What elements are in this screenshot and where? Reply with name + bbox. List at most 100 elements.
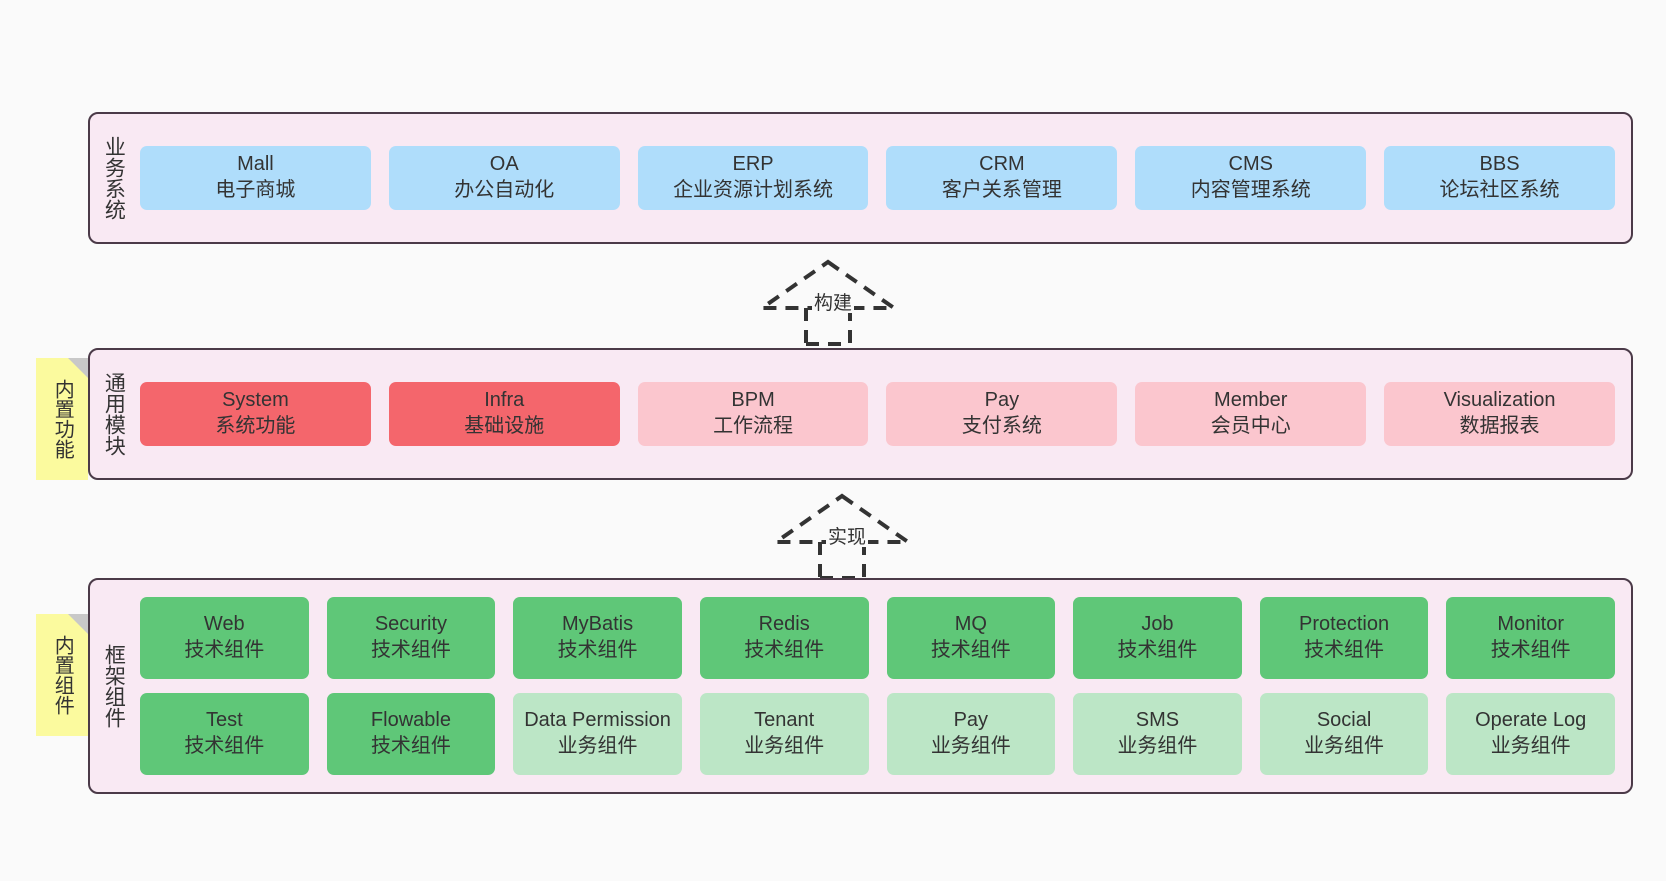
card-visualization[interactable]: Visualization 数据报表 bbox=[1384, 382, 1615, 446]
card-title: MyBatis bbox=[562, 613, 634, 636]
card-title: Job bbox=[1141, 613, 1174, 636]
card-row: Web 技术组件 Security 技术组件 MyBatis 技术组件 Redi… bbox=[140, 597, 1615, 679]
note-label: 内置组件 bbox=[51, 635, 74, 715]
card-subtitle: 技术组件 bbox=[557, 639, 638, 661]
layer-common-module: 通用模块 System 系统功能 Infra 基础设施 BPM 工作流程 Pay… bbox=[88, 348, 1633, 480]
card-title: Visualization bbox=[1443, 389, 1556, 412]
layer-title-common-module: 通用模块 bbox=[102, 372, 126, 456]
card-title: SMS bbox=[1135, 709, 1180, 732]
layer-body-common-module: System 系统功能 Infra 基础设施 BPM 工作流程 Pay 支付系统… bbox=[132, 350, 1631, 478]
card-subtitle: 业务组件 bbox=[1490, 735, 1571, 757]
note-fold-icon bbox=[68, 614, 88, 634]
card-subtitle: 基础设施 bbox=[464, 415, 545, 437]
card-subtitle: 办公自动化 bbox=[454, 179, 555, 201]
card-title: System bbox=[222, 389, 289, 412]
note-label: 内置功能 bbox=[51, 379, 74, 459]
card-mq[interactable]: MQ 技术组件 bbox=[886, 597, 1056, 679]
card-protection[interactable]: Protection 技术组件 bbox=[1259, 597, 1429, 679]
card-title: CRM bbox=[979, 153, 1025, 176]
card-subtitle: 会员中心 bbox=[1210, 415, 1291, 437]
card-subtitle: 技术组件 bbox=[184, 735, 265, 757]
card-data-permission[interactable]: Data Permission 业务组件 bbox=[513, 693, 682, 775]
card-oa[interactable]: OA 办公自动化 bbox=[388, 146, 620, 210]
card-subtitle: 技术组件 bbox=[1490, 639, 1571, 661]
card-title: OA bbox=[489, 153, 519, 176]
card-bbs[interactable]: BBS 论坛社区系统 bbox=[1384, 146, 1615, 210]
card-subtitle: 技术组件 bbox=[1117, 639, 1198, 661]
card-title: Mall bbox=[237, 153, 274, 176]
card-tenant[interactable]: Tenant 业务组件 bbox=[699, 693, 869, 775]
card-title: Pay bbox=[953, 709, 989, 732]
card-social[interactable]: Social 业务组件 bbox=[1259, 693, 1429, 775]
card-subtitle: 客户关系管理 bbox=[941, 179, 1062, 201]
card-title: Security bbox=[374, 613, 448, 636]
note-builtin-function: 内置功能 bbox=[36, 358, 88, 480]
card-erp[interactable]: ERP 企业资源计划系统 bbox=[637, 146, 869, 210]
card-title: Protection bbox=[1299, 613, 1390, 636]
note-builtin-component: 内置组件 bbox=[36, 614, 88, 736]
card-subtitle: 数据报表 bbox=[1459, 415, 1540, 437]
note-fold-icon bbox=[68, 358, 88, 378]
card-row: Test 技术组件 Flowable 技术组件 Data Permission … bbox=[140, 693, 1615, 775]
card-title: BBS bbox=[1479, 153, 1520, 176]
layer-business-system: 业务系统 Mall 电子商城 OA 办公自动化 ERP 企业资源计划系统 CRM… bbox=[88, 112, 1633, 244]
card-cms[interactable]: CMS 内容管理系统 bbox=[1135, 146, 1367, 210]
card-row: Mall 电子商城 OA 办公自动化 ERP 企业资源计划系统 CRM 客户关系… bbox=[140, 146, 1615, 210]
card-subtitle: 业务组件 bbox=[1304, 735, 1385, 757]
card-title: Operate Log bbox=[1475, 709, 1587, 732]
card-test[interactable]: Test 技术组件 bbox=[140, 693, 309, 775]
card-title: Pay bbox=[984, 389, 1020, 412]
layer-title-framework-component: 框架组件 bbox=[102, 644, 126, 728]
card-subtitle: 技术组件 bbox=[370, 735, 451, 757]
card-subtitle: 内容管理系统 bbox=[1190, 179, 1311, 201]
layer-framework-component: 框架组件 Web 技术组件 Security 技术组件 MyBatis 技术组件… bbox=[88, 578, 1633, 794]
card-subtitle: 技术组件 bbox=[1304, 639, 1385, 661]
connector-implement: 实现 bbox=[769, 492, 915, 580]
card-title: Social bbox=[1316, 709, 1372, 732]
card-redis[interactable]: Redis 技术组件 bbox=[699, 597, 869, 679]
connector-label-implement: 实现 bbox=[826, 527, 869, 548]
card-title: ERP bbox=[732, 153, 774, 176]
connector-build: 构建 bbox=[755, 258, 901, 346]
card-operate-log[interactable]: Operate Log 业务组件 bbox=[1446, 693, 1615, 775]
card-crm[interactable]: CRM 客户关系管理 bbox=[886, 146, 1118, 210]
card-title: Redis bbox=[758, 613, 810, 636]
card-subtitle: 电子商城 bbox=[215, 179, 296, 201]
card-web[interactable]: Web 技术组件 bbox=[140, 597, 309, 679]
card-security[interactable]: Security 技术组件 bbox=[326, 597, 496, 679]
card-title: Infra bbox=[484, 389, 525, 412]
card-title: BPM bbox=[731, 389, 775, 412]
layer-body-business-system: Mall 电子商城 OA 办公自动化 ERP 企业资源计划系统 CRM 客户关系… bbox=[132, 114, 1631, 242]
layer-body-framework-component: Web 技术组件 Security 技术组件 MyBatis 技术组件 Redi… bbox=[132, 580, 1631, 792]
card-title: Test bbox=[205, 709, 243, 732]
card-pay-component[interactable]: Pay 业务组件 bbox=[886, 693, 1056, 775]
card-subtitle: 技术组件 bbox=[930, 639, 1011, 661]
card-subtitle: 业务组件 bbox=[1117, 735, 1198, 757]
card-system[interactable]: System 系统功能 bbox=[140, 382, 371, 446]
layer-title-business-system: 业务系统 bbox=[102, 136, 126, 220]
card-subtitle: 业务组件 bbox=[930, 735, 1011, 757]
card-mall[interactable]: Mall 电子商城 bbox=[140, 146, 371, 210]
connector-label-build: 构建 bbox=[812, 293, 855, 314]
card-title: CMS bbox=[1228, 153, 1273, 176]
card-job[interactable]: Job 技术组件 bbox=[1073, 597, 1242, 679]
card-bpm[interactable]: BPM 工作流程 bbox=[637, 382, 869, 446]
card-subtitle: 系统功能 bbox=[215, 415, 296, 437]
card-title: Monitor bbox=[1497, 613, 1565, 636]
card-flowable[interactable]: Flowable 技术组件 bbox=[326, 693, 496, 775]
card-monitor[interactable]: Monitor 技术组件 bbox=[1446, 597, 1615, 679]
card-sms[interactable]: SMS 业务组件 bbox=[1073, 693, 1242, 775]
card-subtitle: 企业资源计划系统 bbox=[673, 179, 834, 201]
card-member[interactable]: Member 会员中心 bbox=[1135, 382, 1367, 446]
card-infra[interactable]: Infra 基础设施 bbox=[388, 382, 620, 446]
card-title: Flowable bbox=[370, 709, 451, 732]
card-subtitle: 业务组件 bbox=[744, 735, 825, 757]
card-subtitle: 技术组件 bbox=[744, 639, 825, 661]
card-subtitle: 支付系统 bbox=[961, 415, 1042, 437]
card-title: MQ bbox=[954, 613, 987, 636]
card-title: Web bbox=[203, 613, 245, 636]
card-mybatis[interactable]: MyBatis 技术组件 bbox=[513, 597, 682, 679]
card-title: Member bbox=[1214, 389, 1288, 412]
card-pay[interactable]: Pay 支付系统 bbox=[886, 382, 1118, 446]
